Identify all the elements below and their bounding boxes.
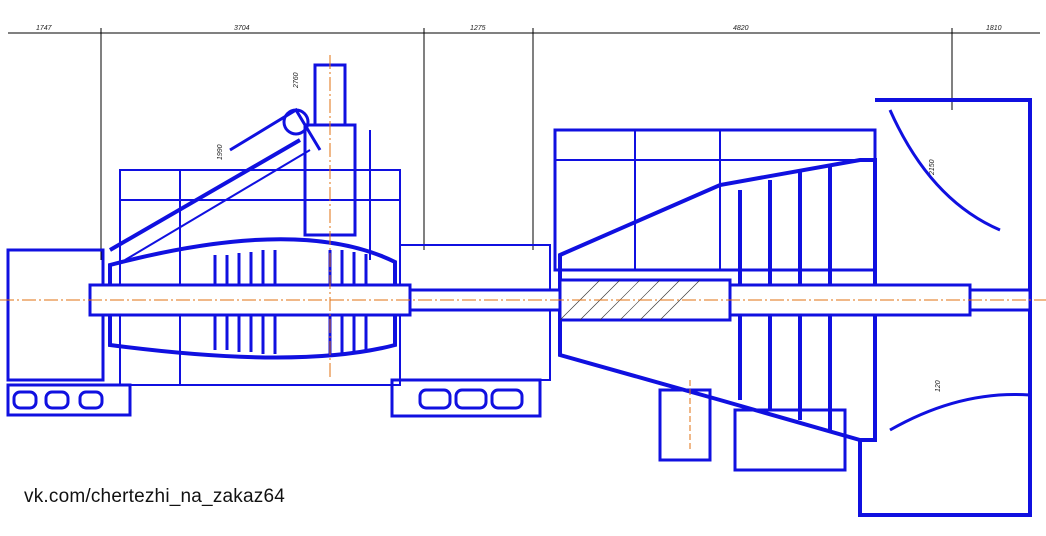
dim-4820: 4820 xyxy=(733,25,749,32)
dim-2760: 2760 xyxy=(293,72,300,89)
dim-1275: 1275 xyxy=(470,25,486,32)
dim-120: 120 xyxy=(935,380,942,392)
dim-3704: 3704 xyxy=(234,25,250,32)
dim-2150: 2150 xyxy=(929,159,936,176)
dim-1747: 1747 xyxy=(36,25,53,32)
watermark-text: vk.com/chertezhi_na_zakaz64 xyxy=(24,486,285,507)
dimension-chain xyxy=(8,28,1040,260)
dim-1990: 1990 xyxy=(217,144,224,160)
dim-1810: 1810 xyxy=(986,25,1002,32)
turbine-body xyxy=(6,63,1032,517)
